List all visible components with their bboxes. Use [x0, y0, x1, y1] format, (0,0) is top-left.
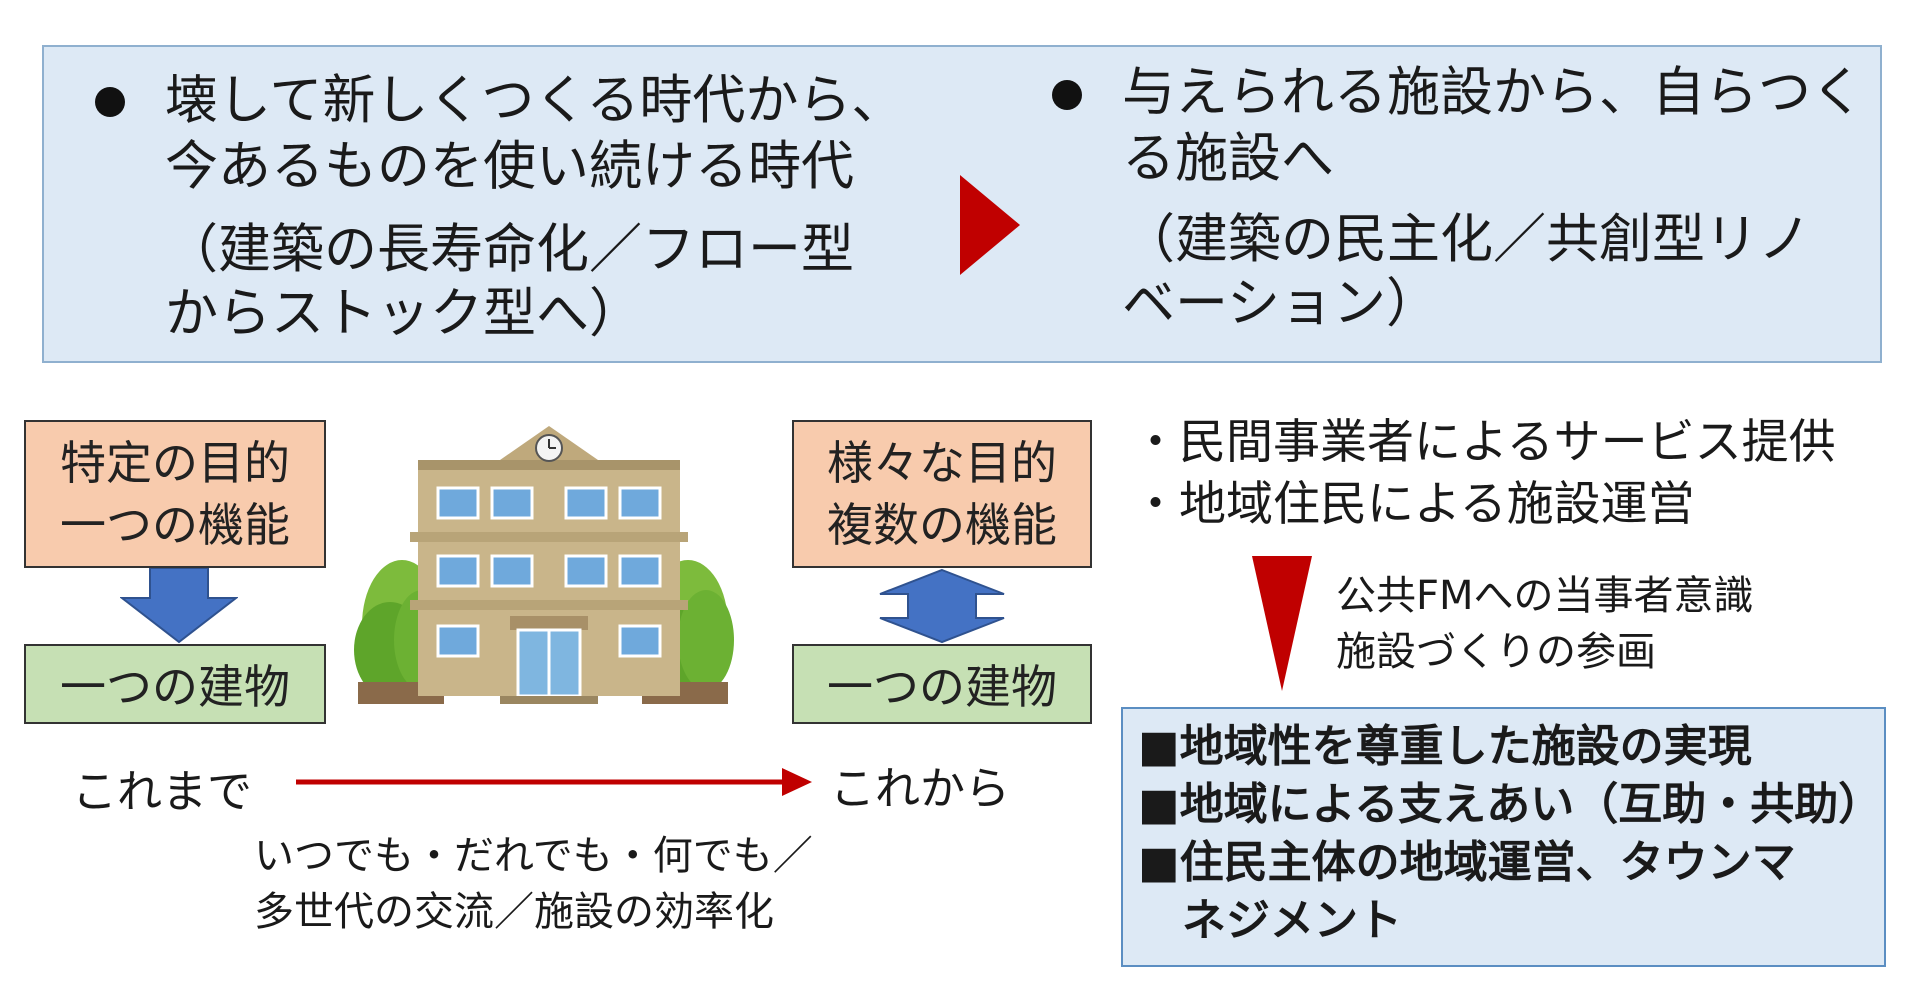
result-list: ■地域性を尊重した施設の実現 ■地域による支えあい（互助・共助） ■住民主体の地…	[1138, 718, 1882, 950]
bullet-left	[95, 87, 125, 117]
after-purpose-line2: 複数の機能	[827, 498, 1057, 552]
right-paren-line1: （建築の民主化／共創型リノ	[1122, 209, 1811, 270]
before-purpose-line2: 一つの機能	[60, 498, 290, 552]
before-purpose-line1: 特定の目的	[60, 436, 290, 490]
right-paren: （建築の民主化／共創型リノ ベーション）	[1122, 208, 1811, 336]
arrow-note: 公共FMへの当事者意識 施設づくりの参画	[1336, 568, 1754, 680]
right-bullets: ・民間事業者によるサービス提供 ・地域住民による施設運営	[1132, 412, 1836, 536]
right-paren-line2: ベーション）	[1122, 273, 1439, 334]
right-heading: 与えられる施設から、自らつく る施設へ	[1122, 60, 1864, 192]
right-heading-line2: る施設へ	[1122, 128, 1334, 189]
left-paren: （建築の長寿命化／フロー型 からストック型へ）	[165, 218, 854, 346]
result-item-4: ネジメント	[1138, 895, 1402, 946]
red-right-triangle-icon	[960, 175, 1020, 275]
before-label: これまで	[72, 765, 253, 818]
left-paren-line2: からストック型へ）	[165, 283, 642, 344]
after-building-box: 一つの建物	[792, 644, 1092, 724]
after-purpose-box: 様々な目的 複数の機能	[792, 420, 1092, 568]
result-item-3: ■住民主体の地域運営、タウンマ	[1138, 837, 1796, 888]
bullet-right	[1052, 80, 1082, 110]
school-building-icon	[354, 426, 734, 704]
red-timeline-arrow-icon	[296, 768, 812, 796]
left-heading: 壊して新しくつくる時代から、 今あるものを使い続ける時代	[165, 68, 904, 200]
after-building-label: 一つの建物	[827, 660, 1057, 714]
right-bullet-1: ・民間事業者によるサービス提供	[1132, 415, 1836, 470]
bottom-caption-line2: 多世代の交流／施設の効率化	[254, 889, 774, 935]
before-building-label: 一つの建物	[60, 660, 290, 714]
left-heading-line2: 今あるものを使い続ける時代	[165, 136, 854, 197]
result-item-1: ■地域性を尊重した施設の実現	[1138, 721, 1752, 772]
arrow-note-line1: 公共FMへの当事者意識	[1336, 573, 1754, 619]
bottom-caption-line1: いつでも・だれでも・何でも／	[254, 833, 813, 879]
arrow-note-line2: 施設づくりの参画	[1336, 629, 1656, 675]
result-box	[1121, 707, 1886, 967]
blue-down-arrow-icon	[120, 568, 238, 644]
right-bullet-2: ・地域住民による施設運営	[1132, 477, 1695, 532]
left-heading-line1: 壊して新しくつくる時代から、	[165, 70, 905, 131]
after-purpose-line1: 様々な目的	[827, 436, 1057, 490]
blue-updown-arrow-icon	[879, 568, 1005, 644]
before-purpose-box: 特定の目的 一つの機能	[24, 420, 326, 568]
bottom-caption: いつでも・だれでも・何でも／ 多世代の交流／施設の効率化	[254, 828, 813, 940]
result-item-2: ■地域による支えあい（互助・共助）	[1138, 779, 1883, 830]
left-paren-line1: （建築の長寿命化／フロー型	[165, 219, 854, 280]
after-label: これから	[830, 762, 1011, 815]
red-down-triangle-icon	[1252, 556, 1312, 691]
right-heading-line1: 与えられる施設から、自らつく	[1122, 62, 1864, 123]
before-building-box: 一つの建物	[24, 644, 326, 724]
